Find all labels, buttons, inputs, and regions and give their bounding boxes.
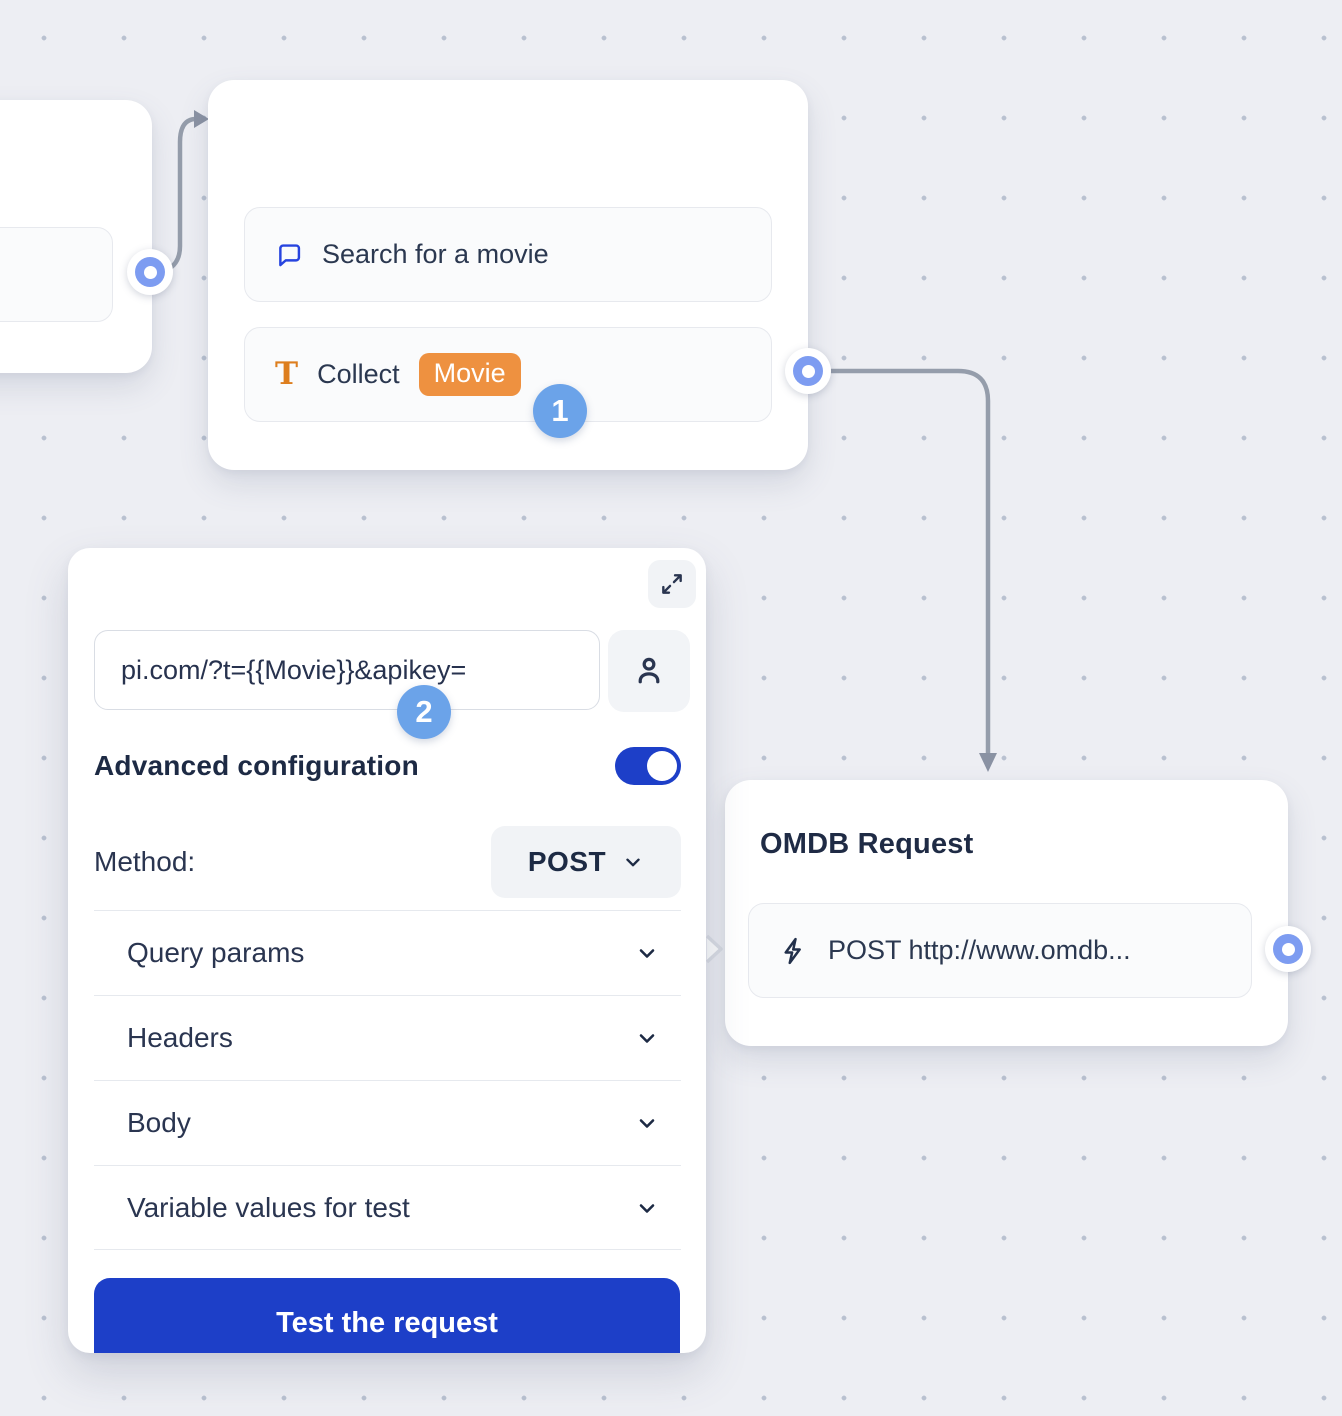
omdb-request-row[interactable]: POST http://www.omdb... [748,903,1252,998]
omdb-request-node-title: OMDB Request [760,828,974,860]
lightning-icon [779,936,809,966]
webhook-url-input[interactable] [94,630,600,710]
movie-search-message-row[interactable]: Search for a movie [244,207,772,302]
collapsible-sections: Query params Headers Body Variable value… [94,910,681,1250]
advanced-configuration-label: Advanced configuration [94,750,419,781]
connector-movie-search-to-omdb [827,368,991,757]
advanced-configuration-row: Advanced configuration [94,744,681,788]
step-2-badge: 2 [397,685,451,739]
port-ring-icon [135,257,165,287]
webhook-config-panel[interactable]: 2 Advanced configuration Method: POST Qu… [68,548,706,1353]
movie-search-output-port[interactable] [785,348,831,394]
person-icon [632,654,666,688]
chevron-down-icon [635,1111,659,1135]
port-ring-icon [1273,934,1303,964]
method-selected-value: POST [527,846,607,877]
expand-panel-button[interactable] [648,560,696,608]
chat-bubble-icon [275,241,303,269]
movie-search-collect-row[interactable]: T Collect Movie [244,327,772,422]
port-ring-icon [793,356,823,386]
omdb-request-node-card[interactable]: OMDB Request POST http://www.omdb... [725,780,1288,1046]
section-headers[interactable]: Headers [94,995,681,1080]
advanced-configuration-toggle[interactable] [615,747,681,785]
movie-search-collect-label: Collect [317,359,400,389]
chevron-down-icon [635,941,659,965]
toggle-knob [647,751,677,781]
method-row: Method: POST [94,826,681,898]
connector-arrowhead-down-icon [979,753,997,772]
omdb-request-output-port[interactable] [1265,926,1311,972]
connector-arrowhead-right-icon [194,110,209,128]
previous-node-output-port[interactable] [127,249,173,295]
user-variable-button[interactable] [608,630,690,712]
step-1-badge: 1 [533,384,587,438]
test-request-button[interactable]: Test the request [94,1278,680,1353]
connector-prev-to-movie-search [150,116,199,275]
omdb-input-notch-icon [705,934,723,964]
movie-search-node-card[interactable]: Movie search Search for a movie T Collec… [208,80,808,470]
chevron-down-icon [635,1196,659,1220]
omdb-request-label: POST http://www.omdb... [828,935,1131,965]
section-variable-values[interactable]: Variable values for test [94,1165,681,1250]
chevron-down-icon [635,1026,659,1050]
section-body[interactable]: Body [94,1080,681,1165]
method-dropdown[interactable]: POST [491,826,681,898]
movie-search-message-label: Search for a movie [322,239,549,269]
chevron-down-icon [622,851,644,873]
method-label: Method: [94,846,196,877]
movie-variable-chip[interactable]: Movie [418,353,521,396]
previous-node-row[interactable] [0,227,113,322]
section-query-params[interactable]: Query params [94,910,681,995]
text-input-icon: T [275,356,299,392]
previous-node-card[interactable] [0,100,152,373]
expand-arrows-icon [659,571,685,597]
